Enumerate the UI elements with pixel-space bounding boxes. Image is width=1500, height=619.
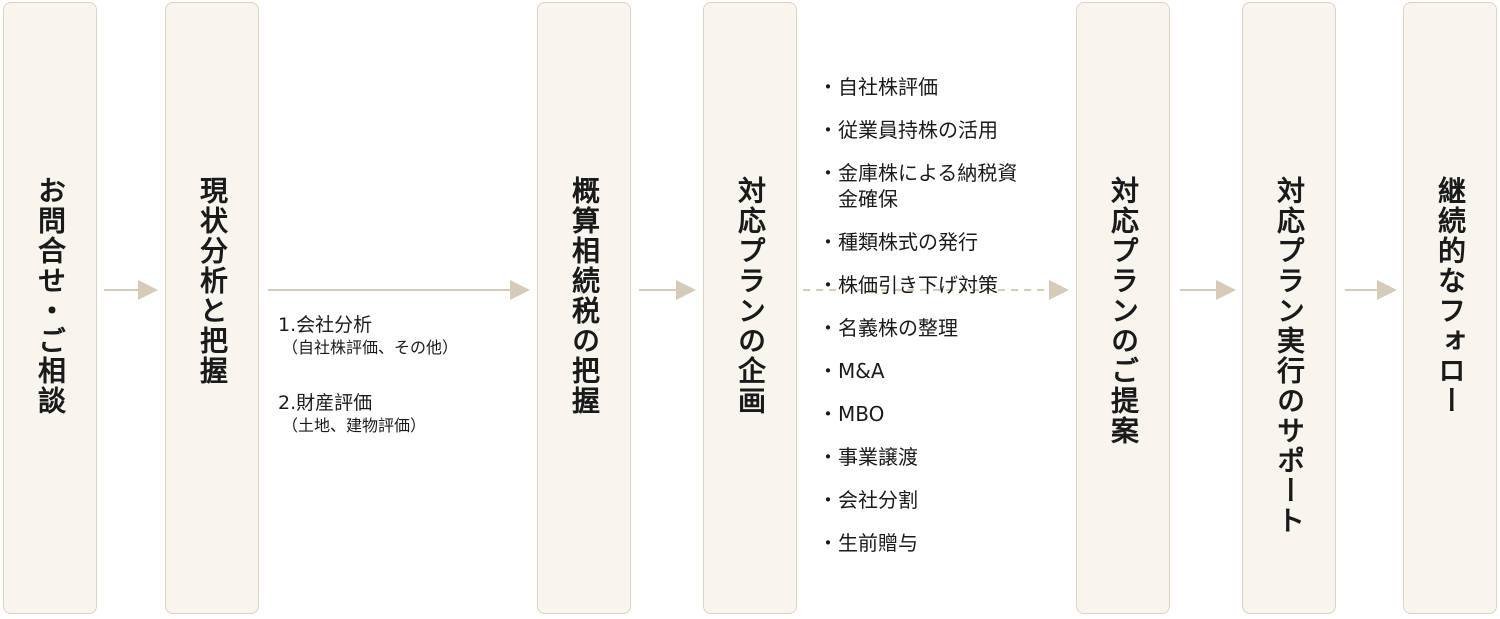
- analysis-item-note: （土地、建物評価）: [282, 416, 427, 435]
- plan-option-text: MBO: [838, 401, 1070, 427]
- plan-option-text: 名義株の整理: [838, 315, 1070, 341]
- flow-arrow-5: [1180, 280, 1236, 300]
- flow-arrow-4: [803, 280, 1069, 300]
- plan-option-item: ・MBO: [816, 401, 1072, 427]
- step-label: 継続的なフォロー: [1434, 176, 1467, 416]
- flow-arrow-2: [268, 280, 530, 300]
- arrow-head-icon: [1377, 280, 1397, 300]
- bullet-icon: ・: [818, 230, 838, 254]
- arrow-line: [268, 289, 512, 291]
- arrow-head-icon: [510, 280, 530, 300]
- plan-option-line: 名義株の整理: [838, 316, 958, 340]
- step-label: 概算相続税の把握: [568, 176, 601, 416]
- analysis-item: 2.財産評価 （土地、建物評価）: [278, 391, 528, 437]
- plan-option-line: 会社分割: [838, 488, 918, 512]
- arrow-line: [1345, 289, 1379, 291]
- plan-option-item: ・自社株評価: [816, 74, 1072, 100]
- plan-option-line: M&A: [838, 359, 885, 383]
- plan-option-item: ・従業員持株の活用: [816, 117, 1072, 143]
- bullet-icon: ・: [818, 531, 838, 555]
- bullet-icon: ・: [818, 75, 838, 99]
- analysis-details: 1.会社分析 （自社株評価、その他） 2.財産評価 （土地、建物評価）: [278, 313, 528, 437]
- bullet-icon: ・: [818, 273, 838, 297]
- plan-option-item: ・M&A: [816, 358, 1072, 384]
- plan-option-text: 株価引き下げ対策: [838, 272, 1070, 298]
- bullet-icon: ・: [818, 161, 838, 185]
- arrow-head-icon: [1049, 280, 1069, 300]
- plan-options-list: ・自社株評価・従業員持株の活用・金庫株による納税資金確保・種類株式の発行・株価引…: [816, 74, 1072, 556]
- plan-option-text: 生前贈与: [838, 530, 1070, 556]
- plan-option-item: ・会社分割: [816, 487, 1072, 513]
- step-plan-execution-support: 対応プラン実行のサポート: [1242, 2, 1336, 614]
- flow-arrow-1: [104, 280, 158, 300]
- analysis-item-title: 2.財産評価: [278, 392, 373, 414]
- arrow-head-icon: [138, 280, 158, 300]
- arrow-head-icon: [676, 280, 696, 300]
- bullet-icon: ・: [818, 316, 838, 340]
- step-tax-estimate: 概算相続税の把握: [537, 2, 631, 614]
- step-label: お問合せ・ご相談: [34, 176, 67, 416]
- plan-option-text: 金庫株による納税資金確保: [838, 160, 1070, 212]
- plan-option-item: ・株価引き下げ対策: [816, 272, 1072, 298]
- plan-option-text: 種類株式の発行: [838, 229, 1070, 255]
- plan-option-text: 従業員持株の活用: [838, 117, 1070, 143]
- plan-option-text: 自社株評価: [838, 74, 1070, 100]
- arrow-line: [639, 289, 678, 291]
- step-plan-design: 対応プランの企画: [703, 2, 797, 614]
- plan-option-line: 自社株評価: [838, 75, 938, 99]
- plan-option-line: 事業譲渡: [838, 445, 918, 469]
- plan-option-text: M&A: [838, 358, 1070, 384]
- step-label: 対応プランの企画: [734, 176, 767, 416]
- plan-option-text: 会社分割: [838, 487, 1070, 513]
- flow-arrow-6: [1345, 280, 1397, 300]
- step-label: 対応プランのご提案: [1107, 176, 1140, 446]
- arrow-head-icon: [1216, 280, 1236, 300]
- step-current-analysis: 現状分析と把握: [165, 2, 259, 614]
- arrow-line-dashed: [803, 289, 1051, 291]
- bullet-icon: ・: [818, 402, 838, 426]
- plan-option-line: 種類株式の発行: [838, 230, 978, 254]
- plan-option-item: ・事業譲渡: [816, 444, 1072, 470]
- flow-arrow-3: [639, 280, 696, 300]
- plan-option-line: 株価引き下げ対策: [838, 273, 998, 297]
- bullet-icon: ・: [818, 359, 838, 383]
- plan-option-line: 金庫株による納税資: [838, 161, 1018, 185]
- step-plan-proposal: 対応プランのご提案: [1076, 2, 1170, 614]
- plan-option-item: ・金庫株による納税資金確保: [816, 160, 1072, 212]
- bullet-icon: ・: [818, 488, 838, 512]
- step-inquiry-consultation: お問合せ・ご相談: [3, 2, 97, 614]
- analysis-item-note: （自社株評価、その他）: [282, 338, 459, 357]
- step-continuous-follow-up: 継続的なフォロー: [1403, 2, 1497, 614]
- plan-option-line: 金確保: [838, 187, 898, 211]
- arrow-line: [1180, 289, 1218, 291]
- plan-option-line: MBO: [838, 402, 885, 426]
- plan-option-item: ・生前贈与: [816, 530, 1072, 556]
- arrow-line: [104, 289, 140, 291]
- plan-option-item: ・名義株の整理: [816, 315, 1072, 341]
- analysis-item-title: 1.会社分析: [278, 314, 373, 336]
- plan-option-item: ・種類株式の発行: [816, 229, 1072, 255]
- plan-option-line: 従業員持株の活用: [838, 118, 998, 142]
- plan-option-line: 生前贈与: [838, 531, 918, 555]
- step-label: 現状分析と把握: [196, 176, 229, 386]
- analysis-item: 1.会社分析 （自社株評価、その他）: [278, 313, 528, 359]
- step-label: 対応プラン実行のサポート: [1273, 176, 1306, 536]
- bullet-icon: ・: [818, 445, 838, 469]
- bullet-icon: ・: [818, 118, 838, 142]
- plan-option-text: 事業譲渡: [838, 444, 1070, 470]
